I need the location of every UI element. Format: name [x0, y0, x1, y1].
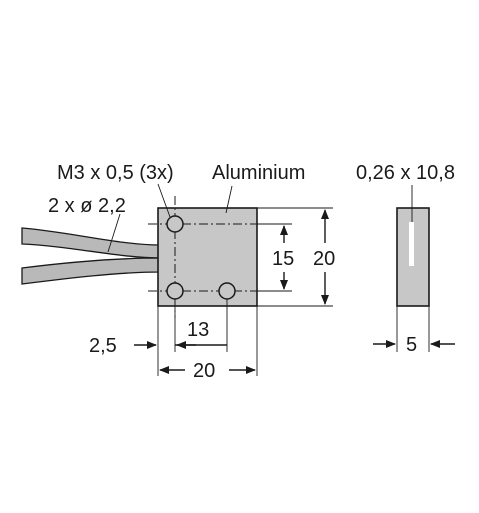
label-side-section: 0,26 x 10,8: [356, 162, 455, 184]
leader-material: [225, 185, 233, 214]
leader-cable: [107, 213, 121, 253]
cable-lower: [21, 257, 161, 285]
label-dim-width: 20: [193, 360, 215, 382]
cable-upper: [21, 227, 161, 259]
leader-thread: [157, 183, 171, 218]
side-slot: [409, 222, 414, 266]
label-dim-15: 15: [272, 248, 294, 270]
label-dim-13: 13: [187, 319, 209, 341]
cables: [21, 227, 161, 285]
label-dim-2-5: 2,5: [89, 335, 117, 357]
mounting-hole-bottom-left: [166, 282, 184, 300]
label-dim-height: 20: [313, 248, 335, 270]
mounting-hole-top-left: [166, 215, 184, 233]
label-cable: 2 x ø 2,2: [48, 195, 126, 217]
label-dim-depth: 5: [406, 334, 417, 356]
label-thread: M3 x 0,5 (3x): [57, 162, 174, 184]
label-material: Aluminium: [212, 162, 305, 184]
mounting-hole-bottom-right: [218, 282, 236, 300]
